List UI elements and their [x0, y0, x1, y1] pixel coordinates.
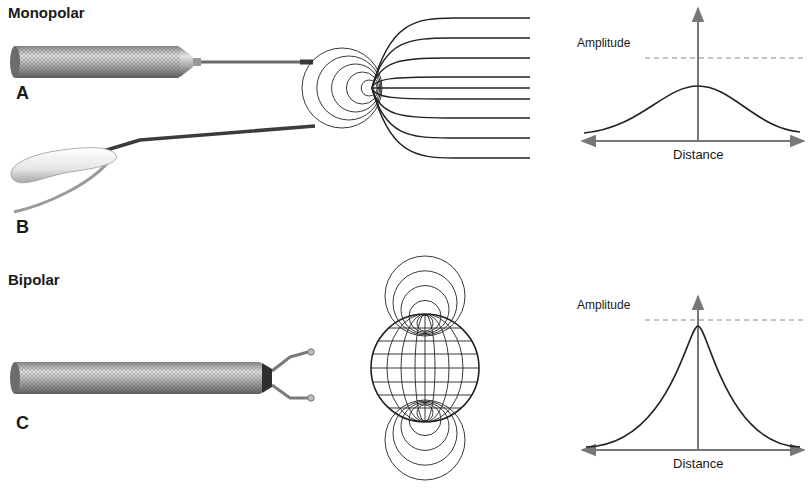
field-ring [401, 286, 449, 334]
x-axis [582, 449, 804, 451]
tine-tip [308, 349, 314, 355]
axis-label: Distance [673, 457, 724, 471]
field-line [372, 88, 530, 138]
field-line [372, 38, 530, 88]
bipolar-forceps [10, 349, 314, 401]
field-ring [417, 405, 433, 421]
field-line [372, 58, 530, 88]
collar [262, 363, 272, 393]
parallel [365, 408, 485, 409]
field-line [372, 87, 530, 88]
instrument-letter: C [16, 414, 29, 434]
section-title: Bipolar [8, 272, 60, 289]
amplitude-graph [582, 8, 805, 141]
field-ring [393, 271, 457, 335]
parallel [365, 368, 485, 369]
peak-curve [586, 326, 800, 447]
field-ring [409, 404, 441, 436]
monopolar-pencil [10, 46, 313, 78]
amplitude-graph [582, 296, 805, 450]
parallel [365, 341, 485, 342]
parallel [365, 395, 485, 396]
tine-tip [308, 395, 314, 401]
field-ring [417, 315, 433, 331]
suction-probe [11, 126, 315, 212]
field-line [372, 88, 530, 118]
field-line [372, 88, 530, 158]
knurling [14, 362, 262, 394]
handle [14, 362, 262, 394]
amplitude-line [645, 58, 805, 59]
bipolar-field [365, 256, 485, 480]
instrument-letter: A [16, 84, 29, 104]
field-ring [385, 400, 465, 480]
taper [180, 47, 193, 77]
y-axis [697, 8, 699, 141]
handle [11, 148, 116, 183]
axis-label: Amplitude [577, 299, 630, 312]
handle [14, 46, 180, 78]
axis-label: Amplitude [577, 37, 630, 50]
field-ring [302, 48, 382, 128]
axis-label: Distance [673, 148, 724, 162]
amplitude-line [645, 320, 805, 321]
shaft [201, 61, 301, 64]
field-ring [409, 300, 441, 332]
section-title: Monopolar [8, 5, 85, 22]
parallel [365, 354, 485, 355]
field-line [372, 77, 530, 88]
tube [100, 126, 315, 152]
field-ring [401, 402, 449, 450]
collar [193, 58, 201, 66]
x-axis [582, 140, 804, 142]
knurling [14, 46, 180, 78]
tine [272, 385, 308, 398]
end-cap [10, 362, 20, 394]
field-grid [365, 314, 485, 422]
parallel [365, 328, 485, 329]
field-line [372, 88, 530, 99]
tine [272, 352, 308, 371]
y-axis [697, 296, 699, 450]
field-ring [317, 56, 381, 120]
parallel [365, 382, 485, 383]
monopolar-field [302, 18, 530, 158]
field-ring [393, 401, 457, 465]
field-line [372, 18, 530, 88]
field-ring [385, 256, 465, 336]
instrument-letter: B [16, 218, 29, 238]
bell-curve [584, 86, 800, 133]
end-cap [10, 46, 20, 78]
